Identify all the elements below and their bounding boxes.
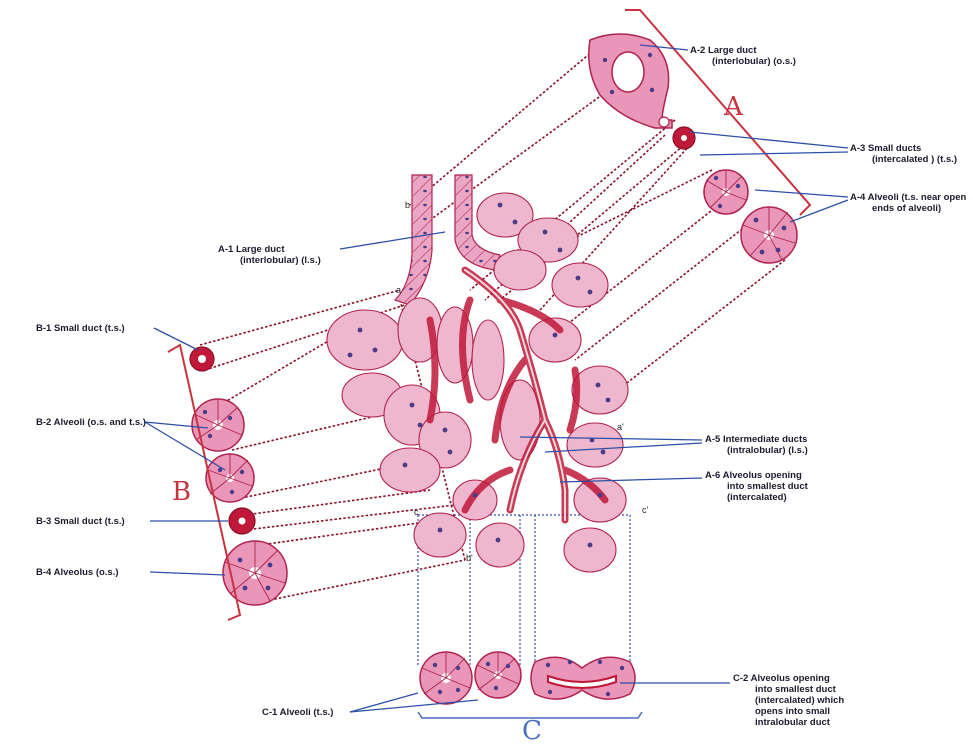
label-b3: B-3 Small duct (t.s.) (36, 516, 125, 527)
label-a2: A-2 Large duct (interlobular) (o.s.) (690, 45, 796, 67)
label-c2: C-2 Alveolus opening into smallest duct … (733, 673, 844, 728)
group-letter-b: B (172, 477, 191, 507)
label-a3-line2: (intercalated ) (t.s.) (850, 154, 957, 165)
label-b2: B-2 Alveoli (o.s. and t.s.) (36, 417, 146, 428)
group-letter-c: C (522, 716, 542, 746)
label-a2-line2: (interlobular) (o.s.) (690, 56, 796, 67)
label-a5-line1: A-5 Intermediate ducts (705, 434, 808, 445)
label-a6-line2: into smallest duct (705, 481, 808, 492)
marker-a: a (396, 285, 401, 295)
marker-a-prime: a' (617, 422, 624, 432)
label-a3: A-3 Small ducts (intercalated ) (t.s.) (850, 143, 957, 165)
label-c1: C-1 Alveoli (t.s.) (262, 707, 333, 718)
group-c-specimens (418, 652, 642, 718)
label-a6-line3: (intercalated) (705, 492, 808, 503)
label-b3-line1: B-3 Small duct (t.s.) (36, 516, 125, 527)
label-b1: B-1 Small duct (t.s.) (36, 323, 125, 334)
label-a1-line2: (interlobular) (l.s.) (218, 255, 321, 266)
group-letter-a: A (724, 92, 743, 122)
label-c1-line1: C-1 Alveoli (t.s.) (262, 707, 333, 718)
label-a6: A-6 Alveolus opening into smallest duct … (705, 470, 808, 503)
label-b1-line1: B-1 Small duct (t.s.) (36, 323, 125, 334)
label-c2-line1: C-2 Alveolus opening (733, 673, 844, 684)
label-a3-line1: A-3 Small ducts (850, 143, 957, 154)
label-a4: A-4 Alveoli (t.s. near open ends of alve… (850, 192, 966, 214)
label-c2-line2: into smallest duct (733, 684, 844, 695)
label-a4-line2: ends of alveoli) (850, 203, 966, 214)
label-c2-line3: (intercalated) which (733, 695, 844, 706)
label-a6-line1: A-6 Alveolus opening (705, 470, 808, 481)
label-a1: A-1 Large duct (interlobular) (l.s.) (218, 244, 321, 266)
label-a4-line1: A-4 Alveoli (t.s. near open (850, 192, 966, 203)
label-b4: B-4 Alveolus (o.s.) (36, 567, 119, 578)
marker-b: b (405, 200, 410, 210)
label-b2-line1: B-2 Alveoli (o.s. and t.s.) (36, 417, 146, 428)
label-b4-line1: B-4 Alveolus (o.s.) (36, 567, 119, 578)
label-a5: A-5 Intermediate ducts (intralobular) (l… (705, 434, 808, 456)
label-c2-line5: intralobular duct (733, 717, 844, 728)
label-a2-line1: A-2 Large duct (690, 45, 796, 56)
label-c2-line4: opens into small (733, 706, 844, 717)
marker-b-prime: b' (466, 553, 473, 563)
label-a1-line1: A-1 Large duct (218, 244, 321, 255)
marker-c-prime: c' (642, 505, 648, 515)
label-a5-line2: (intralobular) (l.s.) (705, 445, 808, 456)
marker-c: c (414, 507, 419, 517)
